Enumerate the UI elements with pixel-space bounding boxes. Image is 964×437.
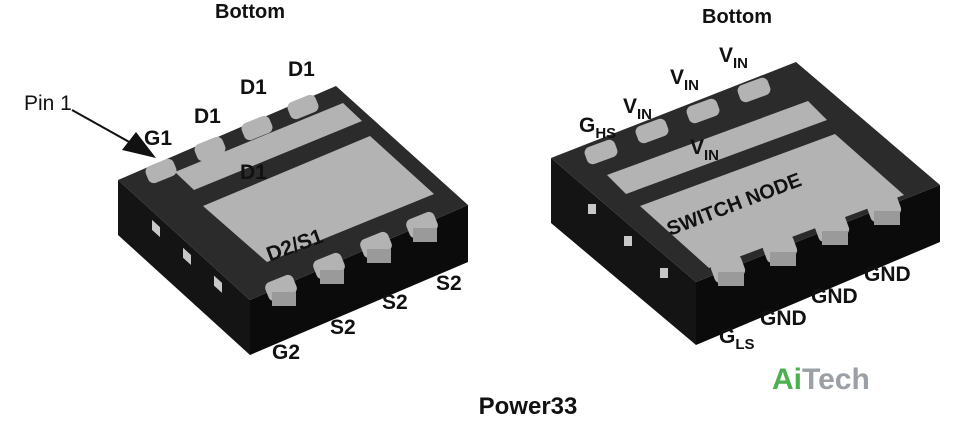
label-gls: GLS [719,325,755,353]
right-package: Bottom GHS VIN VIN VIN VIN SWITCH NODE G… [551,6,940,353]
right-side-notch [624,236,632,246]
label-d1-b: D1 [240,76,267,99]
d2s1-exposed-pad [203,136,434,262]
label-gnd-b: GND [811,285,858,308]
pad-edge [320,270,344,284]
label-vin-1: VIN [623,95,652,123]
left-package-front-face [118,180,250,355]
label-s2-b: S2 [382,291,408,314]
pad-edge [822,231,848,245]
pad-edge [367,249,391,263]
right-view-label: Bottom [702,6,772,28]
left-side-notch [152,219,160,238]
aitech-logo: AiTech [772,363,870,396]
left-side-notch [183,247,191,265]
label-gnd-c: GND [864,263,911,286]
pad-g1 [145,158,177,184]
pad-vin-1 [635,118,669,144]
pad-edge [272,292,296,306]
label-g1: G1 [144,127,172,150]
label-g2: G2 [272,341,300,364]
pad-edge [874,211,900,225]
right-side-notch [588,204,596,214]
pin1-label: Pin 1 [24,92,72,115]
left-package-right-face [250,205,468,355]
label-vin-3: VIN [719,44,748,72]
d1-exposed-pad [175,103,362,190]
label-vin-2: VIN [670,66,699,94]
switch-node-exposed-pad [640,134,904,268]
pad-ghs [584,139,618,165]
right-package-front-face [551,158,696,345]
caption: Power33 [479,393,578,420]
left-view-label: Bottom [215,1,285,23]
pad-d1-b [241,115,273,141]
label-d1-a: D1 [194,105,221,128]
pad-edge [718,272,744,286]
pad-d1-a [194,136,226,162]
pad-vin-2 [686,98,720,124]
pad-d1-c [287,94,319,120]
label-vin-pad: VIN [690,136,719,164]
pad-vin-3 [737,77,771,103]
label-d1-c: D1 [288,58,315,81]
label-s2-c: S2 [436,272,462,295]
pad-edge [770,252,796,266]
label-s2-a: S2 [330,316,356,339]
pad-edge [413,228,437,242]
right-side-notch [660,268,668,278]
left-package: Bottom Pin 1 G1 D1 D1 D1 D1 D2/S1 G2 S2 … [24,1,468,364]
label-ghs: GHS [579,114,616,142]
label-gnd-a: GND [760,307,807,330]
left-side-notch [214,275,222,293]
label-d1-pad: D1 [240,161,267,184]
vin-exposed-pad [607,101,827,194]
logo-text: AiTech [772,363,870,396]
pin1-arrow-head [122,132,156,158]
